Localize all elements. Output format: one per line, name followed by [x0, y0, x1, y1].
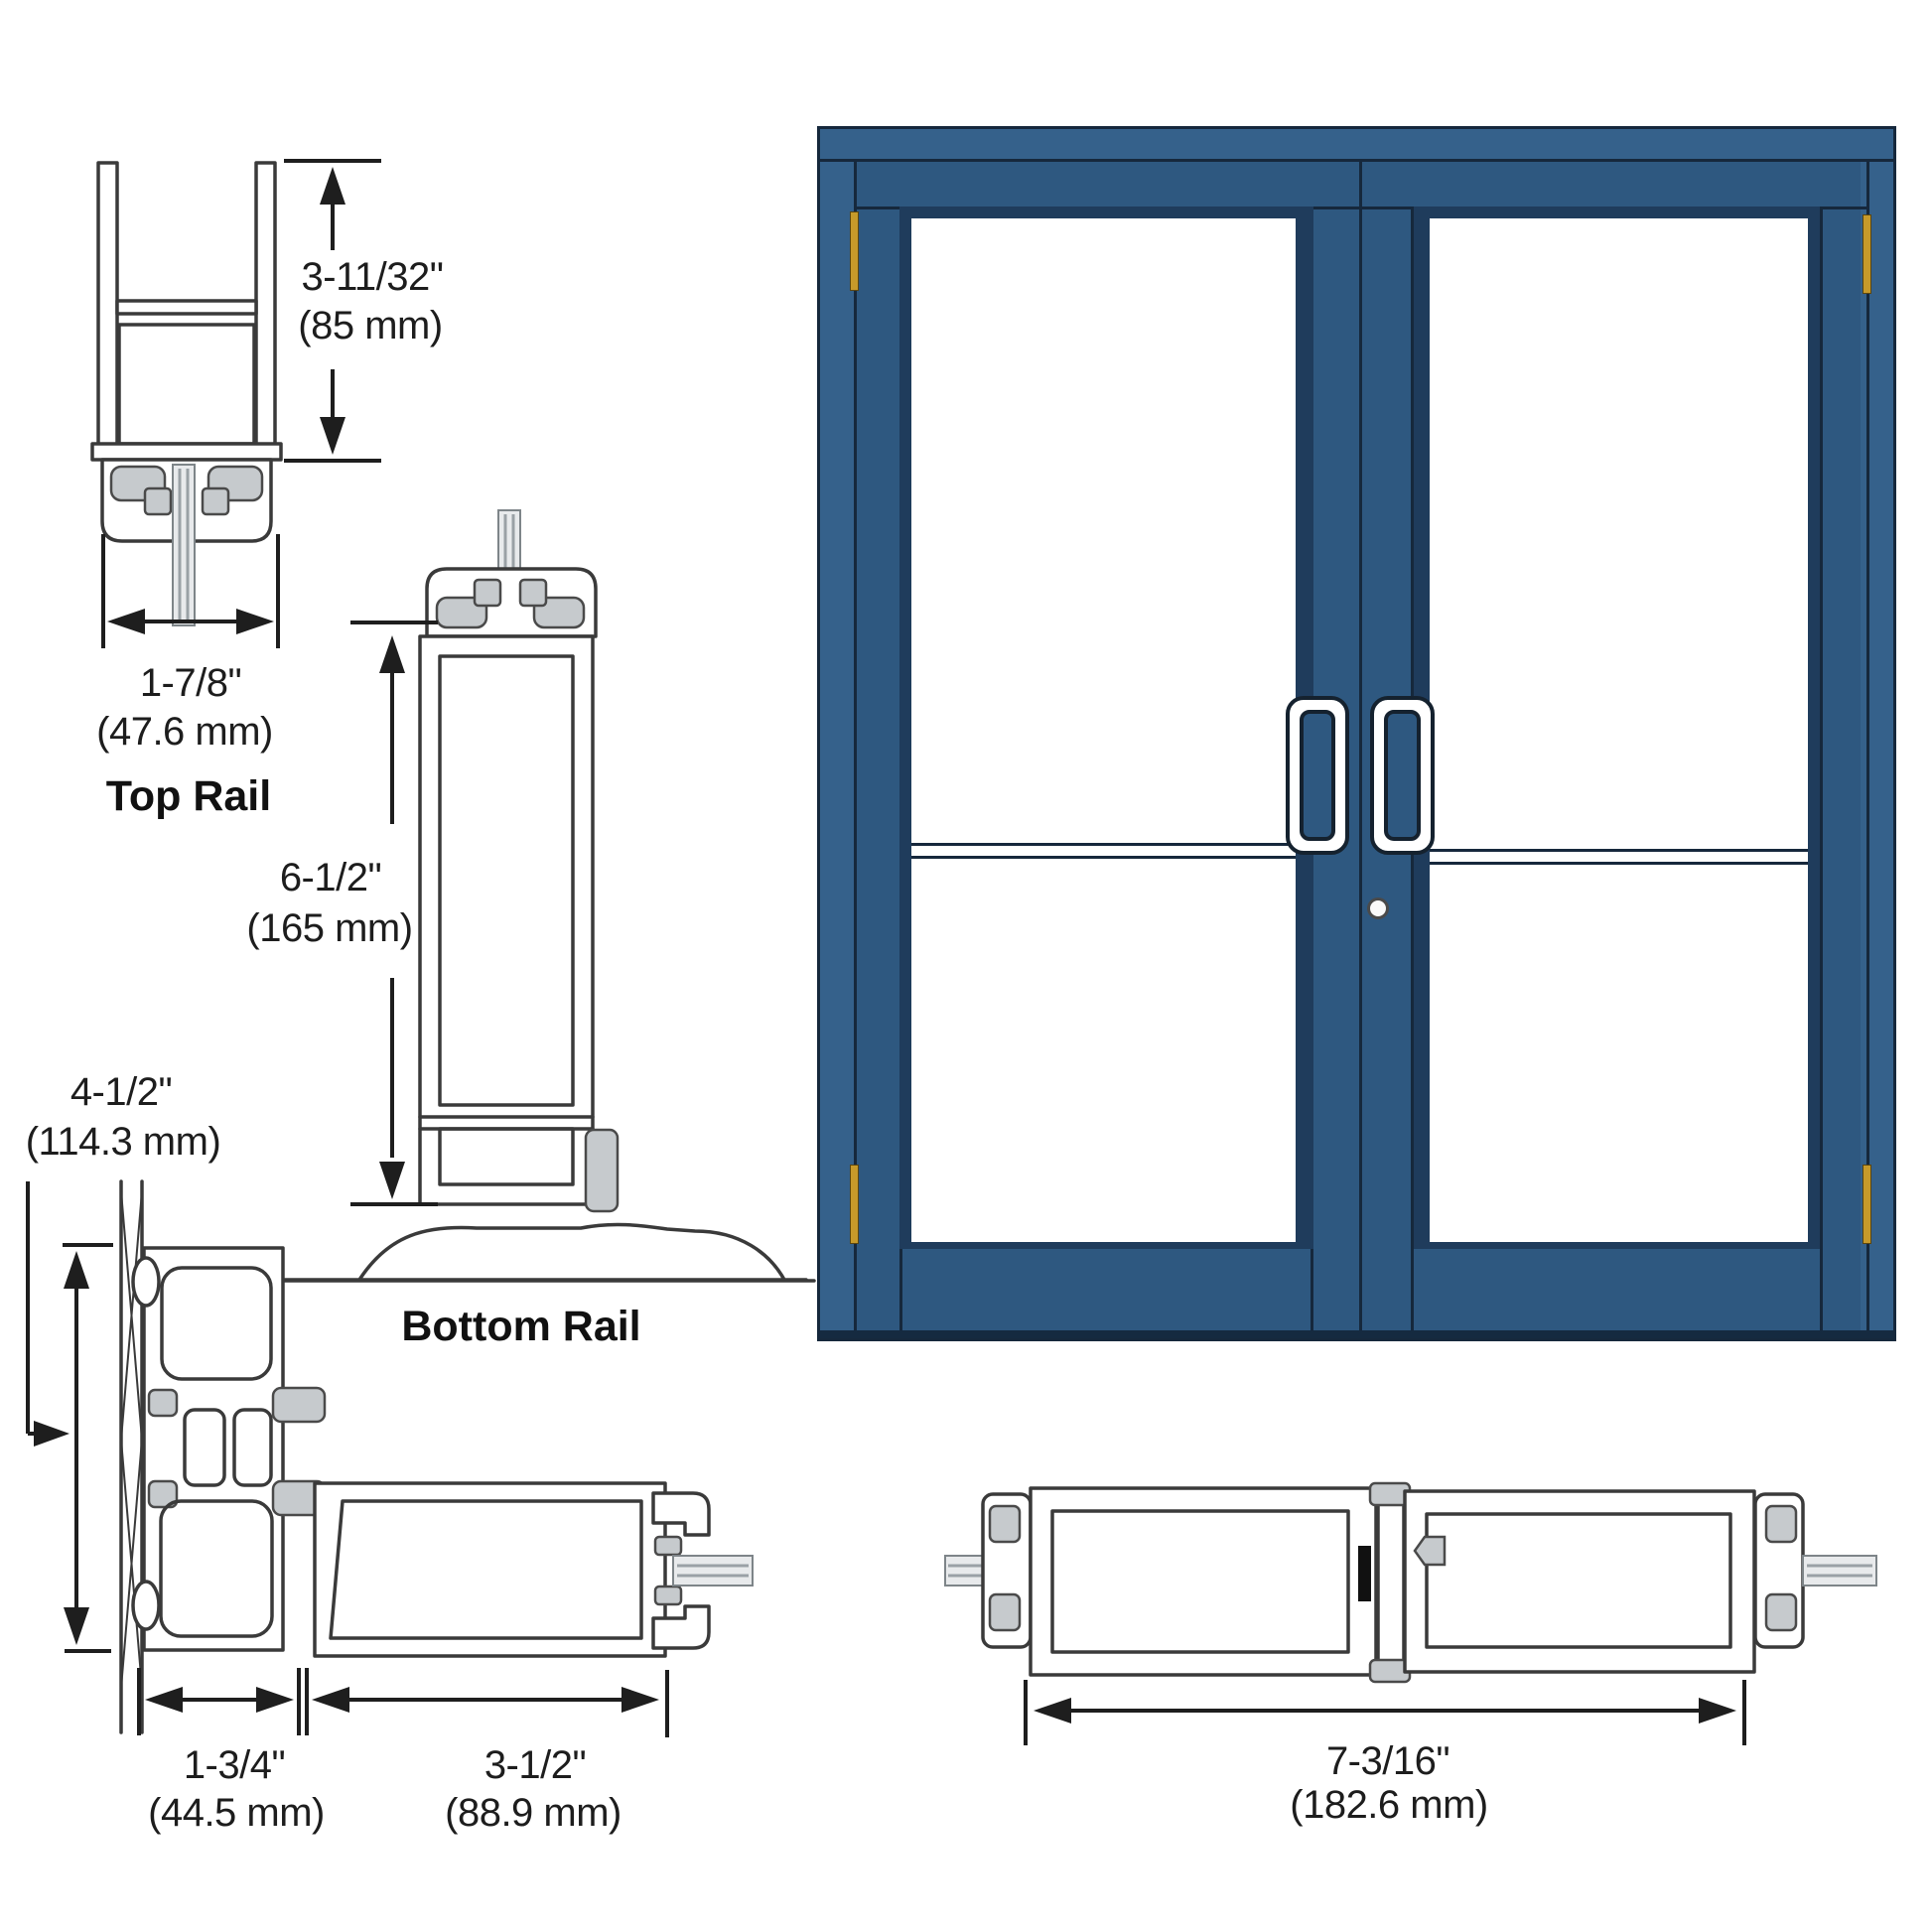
fastener: [143, 486, 173, 516]
jamb-section: [119, 1179, 754, 1734]
glass-edge: [172, 464, 196, 626]
fastener: [518, 578, 548, 608]
cylinder-lock[interactable]: [1367, 897, 1389, 919]
meeting-stile-line: [1359, 159, 1362, 1338]
top-rail-line: [854, 207, 1869, 209]
gasket: [653, 1585, 683, 1606]
gasket: [435, 596, 488, 629]
fastener: [201, 486, 230, 516]
lock-stile-inner: [1050, 1509, 1350, 1654]
astragal: [1376, 1494, 1406, 1669]
dim-top-rail-width: [101, 534, 280, 648]
dim-bottom-rail-height-mm: (165 mm): [246, 906, 413, 950]
right-door-pull-handle[interactable]: [1370, 696, 1435, 855]
jamb-hollow-small: [232, 1408, 273, 1487]
left-leaf-glass: [911, 218, 1296, 1242]
dim-jamb-width: [137, 1668, 309, 1735]
dim-top-rail-width-in: 1-7/8": [139, 661, 242, 705]
top-rail-section: [90, 161, 283, 626]
jamb-hollow: [160, 1266, 273, 1381]
gasket: [532, 596, 586, 629]
frame-head-line: [820, 159, 1893, 162]
dim-meeting-stiles-width: [1024, 1680, 1746, 1745]
right-leaf-muntin-bar: [1430, 849, 1808, 865]
top-rail-bottom-plate: [90, 442, 283, 462]
top-rail-label: Top Rail: [105, 772, 272, 820]
jamb-hollow-small: [183, 1408, 226, 1487]
lock-stile-tube: [1403, 1489, 1756, 1674]
lock-stile-tube: [1029, 1486, 1378, 1677]
dim-meeting-stiles-width-mm: (182.6 mm): [1290, 1783, 1488, 1827]
clip: [147, 1479, 179, 1509]
top-rail-pocket: [117, 323, 256, 446]
dim-jamb-height-mm: (114.3 mm): [25, 1120, 221, 1164]
right-leaf-glass-bevel: [1414, 207, 1820, 1249]
frame-left-jamb-line: [854, 159, 857, 1338]
dim-stile-width-mm: (88.9 mm): [445, 1791, 621, 1835]
dim-top-rail-height-mm: (85 mm): [298, 304, 443, 347]
glass-edge: [672, 1555, 754, 1587]
dim-meeting-stiles-width-in: 7-3/16": [1325, 1739, 1450, 1783]
bottom-rail-label: Bottom Rail: [401, 1303, 641, 1350]
glass-stop: [651, 1491, 711, 1537]
glass-edge: [497, 509, 521, 573]
dim-bottom-rail-height-in: 6-1/2": [279, 856, 382, 899]
dim-jamb-width-in: 1-3/4": [183, 1743, 286, 1787]
handle-opening: [1384, 710, 1421, 841]
gasket: [988, 1504, 1022, 1544]
hinge-left-bottom: [850, 1165, 859, 1244]
dim-bottom-rail-height: [350, 621, 438, 1206]
bottom-rail-tube: [418, 634, 595, 1206]
right-leaf-hinge-stile-line: [1820, 207, 1823, 1338]
dim-jamb-height-in: 4-1/2": [69, 1070, 173, 1114]
meeting-stiles-section: [944, 1481, 1877, 1684]
bottom-rail-inner: [438, 654, 575, 1107]
frame-right-jamb-line: [1866, 159, 1869, 1338]
handle-opening: [1300, 710, 1335, 841]
jamb-hollow: [159, 1499, 274, 1638]
fastener: [473, 578, 502, 608]
top-rail-web: [115, 299, 258, 316]
hinge-stile-inner: [329, 1499, 643, 1640]
dim-jamb-height: [26, 1181, 113, 1653]
gasket: [1764, 1592, 1798, 1632]
gasket-bump: [131, 1580, 161, 1631]
gasket: [653, 1535, 683, 1557]
jamb-clip: [271, 1386, 327, 1424]
weatherstrip: [1358, 1546, 1371, 1601]
glass-edge: [1802, 1555, 1877, 1587]
threshold-ramp: [283, 1222, 808, 1282]
left-door-pull-handle[interactable]: [1286, 696, 1349, 855]
setting-block: [584, 1128, 620, 1213]
clip: [147, 1388, 179, 1418]
dim-stile-width-in: 3-1/2": [483, 1743, 587, 1787]
dim-top-rail-height-in: 3-11/32": [301, 255, 444, 299]
dim-stile-width: [312, 1670, 669, 1737]
bottom-rail-section: [279, 509, 816, 1283]
hinge-right-bottom: [1863, 1165, 1871, 1244]
hinge-right-top: [1863, 214, 1871, 294]
gasket: [1764, 1504, 1798, 1544]
glass-stop: [651, 1604, 711, 1650]
hinge-stile-tube: [313, 1481, 667, 1658]
left-leaf-muntin-bar: [911, 843, 1296, 859]
hinge-left-top: [850, 211, 859, 291]
dim-top-rail-width-mm: (47.6 mm): [96, 710, 273, 754]
lock-stile-inner: [1425, 1512, 1732, 1649]
door-bottom-edge: [820, 1330, 1893, 1338]
gasket-bump: [131, 1256, 161, 1308]
gasket: [988, 1592, 1022, 1632]
door-elevation: [817, 126, 1896, 1341]
right-leaf-glass: [1430, 218, 1808, 1242]
jamb-tube: [142, 1246, 285, 1652]
top-rail-right-wall: [254, 161, 277, 447]
dim-top-rail-height: [284, 159, 381, 463]
glass-edge: [944, 1555, 988, 1587]
dim-jamb-width-mm: (44.5 mm): [148, 1791, 325, 1835]
top-rail-left-wall: [96, 161, 119, 447]
latch-bolt: [1413, 1535, 1447, 1567]
left-leaf-glass-bevel: [899, 207, 1313, 1249]
